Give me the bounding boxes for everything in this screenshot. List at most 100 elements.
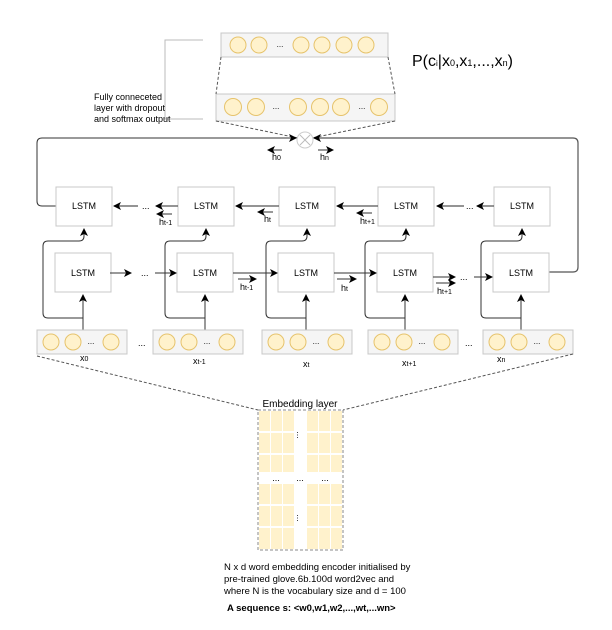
backward-row-wires: ... ... (113, 201, 494, 211)
embedding-cell (271, 484, 282, 504)
input-label: xn (497, 354, 506, 364)
lstm-label: LSTM (394, 201, 418, 211)
lstm-backward-cell: LSTM (377, 186, 435, 227)
neuron (218, 333, 236, 351)
embedding-cell (307, 484, 318, 504)
svg-text:...: ... (321, 473, 329, 483)
lstm-backward-cell: LSTM (493, 186, 551, 227)
fc-layer-bracket (164, 39, 203, 120)
input-vector: ... (482, 329, 574, 355)
svg-text:...: ... (272, 473, 280, 483)
input-to-backward-wire (265, 228, 311, 319)
neuron (373, 333, 391, 351)
embedding-cell (331, 455, 342, 472)
neuron (548, 333, 566, 351)
embedding-cell (307, 455, 318, 472)
lstm-label: LSTM (393, 268, 417, 278)
sequence-label: A sequence s: <w0,w1,w2,...,wt,...wn> (227, 603, 396, 614)
embedding-cell (307, 411, 318, 431)
neuron (395, 333, 413, 351)
embedding-fan-right (342, 353, 574, 411)
embedding-cell (283, 484, 294, 504)
neuron (102, 333, 120, 351)
embedding-cell (331, 433, 342, 453)
ellipsis: ... (359, 102, 366, 111)
lstm-forward-cell: LSTM (176, 252, 234, 293)
h-fwd-t-label: ht (341, 283, 348, 293)
h-bwd-t-minus-1-label: ht-1 (159, 217, 172, 227)
lstm-label: LSTM (510, 201, 534, 211)
h-fwd-t-plus-1-label: ht+1 (437, 286, 452, 296)
input-vector: ... (367, 329, 459, 355)
embedding-fan-left (36, 355, 259, 411)
neuron (289, 98, 307, 116)
hn-label: hn (320, 152, 329, 162)
embedding-cell (307, 528, 318, 549)
neuron (370, 98, 388, 116)
svg-text:...: ... (460, 272, 468, 282)
input-to-backward-wire (164, 228, 210, 319)
lstm-label: LSTM (193, 268, 217, 278)
lstm-label: LSTM (72, 201, 96, 211)
svg-text:...: ... (141, 268, 149, 278)
neuron (327, 333, 345, 351)
input-label: xt+1 (402, 358, 417, 368)
neuron (357, 36, 375, 54)
ellipsis: ... (313, 337, 320, 346)
input-label: xt-1 (193, 356, 206, 366)
embedding-cell (259, 506, 270, 526)
backward-final-state-wire (36, 134, 297, 207)
merge-connector-left (215, 120, 299, 139)
output-probability-formula: P(ci|x0,x1,...,xn) (412, 53, 513, 70)
embedding-cell (271, 455, 282, 472)
embedding-cell (271, 411, 282, 431)
neuron (42, 333, 60, 351)
inputs-ellipsis-1: ... (138, 338, 146, 348)
lstm-forward-cell: LSTM (376, 252, 434, 293)
embedding-cell (331, 506, 342, 526)
embedding-cell (259, 484, 270, 504)
fc-layer-label: Fully conneceted layer with dropout and … (94, 92, 171, 124)
fc-connector-right (387, 56, 396, 95)
inputs-ellipsis-2: ... (465, 338, 473, 348)
neuron (311, 98, 329, 116)
neuron (510, 333, 528, 351)
neuron (267, 333, 285, 351)
embedding-cell (283, 411, 294, 431)
embedding-cell (271, 528, 282, 549)
lstm-label: LSTM (294, 268, 318, 278)
ellipsis: ... (273, 102, 280, 111)
embedding-cell (283, 455, 294, 472)
neuron (247, 98, 265, 116)
output-layer: ... (220, 32, 389, 58)
lstm-backward-cell: LSTM (55, 186, 113, 227)
neuron (229, 36, 247, 54)
embedding-cell (307, 433, 318, 453)
embedding-cell (319, 506, 330, 526)
input-to-backward-wire (42, 228, 88, 319)
svg-text:...: ... (142, 201, 150, 211)
embedding-layer-label: Embedding layer (262, 399, 338, 410)
h-bwd-t-plus-1-label: ht+1 (360, 216, 375, 226)
lstm-label: LSTM (71, 268, 95, 278)
lstm-label: LSTM (295, 201, 319, 211)
h-fwd-t-minus-1-label: ht-1 (240, 282, 253, 292)
input-label: x0 (80, 353, 89, 363)
fc-hidden-layer: ...... (215, 93, 396, 122)
lstm-backward-cell: LSTM (177, 186, 235, 227)
neuron (332, 98, 350, 116)
neuron (180, 333, 198, 351)
input-vector: ... (152, 329, 244, 355)
neuron (313, 36, 331, 54)
embedding-cell (331, 528, 342, 549)
neuron (250, 36, 268, 54)
svg-text:...: ... (296, 473, 304, 483)
lstm-label: LSTM (194, 201, 218, 211)
input-label: xt (303, 359, 310, 369)
h0-label: h0 (272, 152, 281, 162)
lstm-forward-cell: LSTM (54, 252, 112, 293)
input-vector: ... (261, 329, 353, 355)
lstm-label: LSTM (509, 268, 533, 278)
neuron (289, 333, 307, 351)
embedding-cell (283, 433, 294, 453)
